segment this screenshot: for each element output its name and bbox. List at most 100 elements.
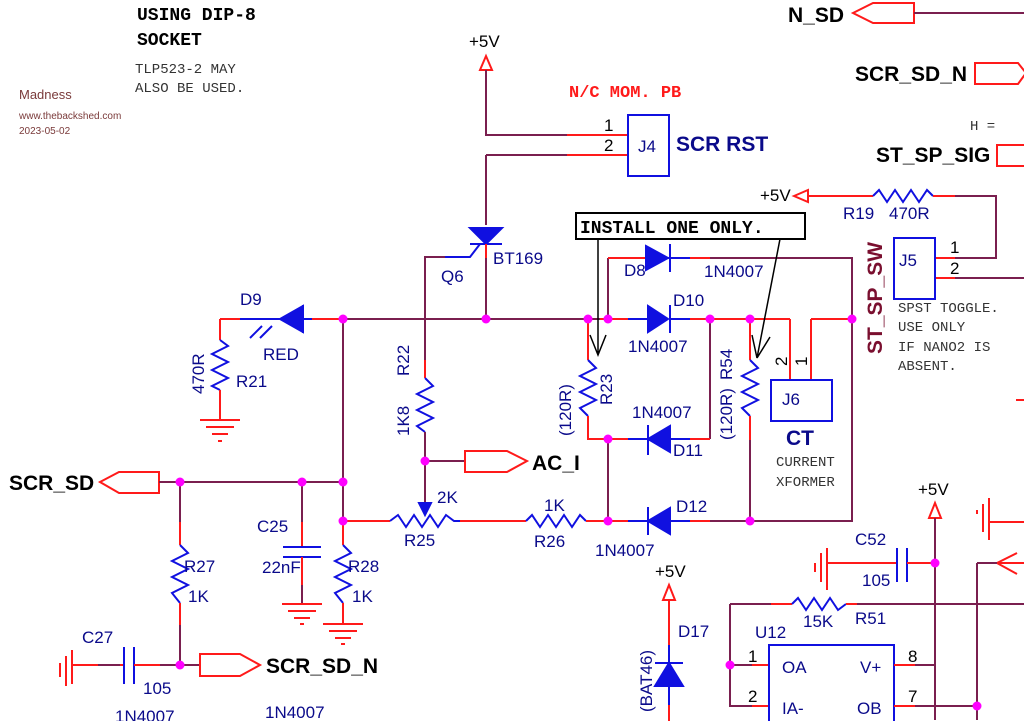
n-sd-port[interactable] xyxy=(850,2,915,24)
d10-value: 1N4007 xyxy=(628,337,688,356)
scr-sd-n-top-port[interactable] xyxy=(974,62,1024,85)
d12-ref: D12 xyxy=(676,497,707,516)
r19-ref: R19 xyxy=(843,204,874,223)
net-scr-sd-n: SCR_SD_N xyxy=(266,655,378,678)
scr-sd-port[interactable] xyxy=(97,471,160,494)
u12-ref: U12 xyxy=(755,623,786,642)
j5-pin2: 2 xyxy=(950,259,959,278)
junction-dot xyxy=(583,314,593,324)
junction-dot xyxy=(847,314,857,324)
junction-dot xyxy=(338,516,348,526)
junction-dot xyxy=(297,477,307,487)
u12-pin2: 2 xyxy=(748,687,757,706)
note-ct-line2: XFORMER xyxy=(776,475,835,491)
j6-name: CT xyxy=(786,427,814,450)
r27-value: 1K xyxy=(188,587,209,606)
u12-oa: OA xyxy=(782,658,807,677)
watermark-site: www.thebackshed.com xyxy=(18,111,121,122)
ground-icon xyxy=(323,623,363,645)
junction-dot xyxy=(972,701,982,711)
vcc-label-c52: +5V xyxy=(918,480,949,499)
u12-ic[interactable] xyxy=(768,644,895,721)
note-spst-line3: IF NANO2 IS xyxy=(898,340,990,356)
r28-ref: R28 xyxy=(348,557,379,576)
j6-connector[interactable] xyxy=(770,379,833,422)
r23-ref: R23 xyxy=(597,374,616,405)
r54-resistor-icon xyxy=(739,359,761,417)
u12-pin1: 1 xyxy=(748,647,757,666)
ac-i-port[interactable] xyxy=(464,450,530,473)
d11-value: 1N4007 xyxy=(632,403,692,422)
q6-ref: Q6 xyxy=(441,267,464,286)
vcc-arrow-icon xyxy=(927,500,943,519)
j4-pin1: 1 xyxy=(604,116,613,135)
junction-dot xyxy=(603,314,613,324)
scr-sd-n-port[interactable] xyxy=(199,653,263,677)
r25-ref: R25 xyxy=(404,531,435,550)
vcc-arrow-icon xyxy=(661,582,677,601)
r51-resistor-icon xyxy=(791,596,847,612)
r54-ref: R54 xyxy=(717,349,736,380)
u12-ob: OB xyxy=(857,699,882,718)
r22-value: 1K8 xyxy=(394,406,413,436)
junction-dots xyxy=(175,314,982,711)
r26-value: 1K xyxy=(544,496,565,515)
c52-capacitor-icon xyxy=(896,548,908,582)
junction-dot xyxy=(175,477,185,487)
u12-pin8: 8 xyxy=(908,647,917,666)
junction-dot xyxy=(338,314,348,324)
r21-ref: R21 xyxy=(236,372,267,391)
j5-connector[interactable] xyxy=(893,237,936,300)
net-scr-sd: SCR_SD xyxy=(9,472,94,495)
j4-ref: J4 xyxy=(638,137,656,156)
c25-ref: C25 xyxy=(257,517,288,536)
r26-ref: R26 xyxy=(534,532,565,551)
watermark-date: 2023-05-02 xyxy=(19,126,71,137)
net-st-sp-sig: ST_SP_SIG xyxy=(876,144,990,167)
net-ac-i: AC_I xyxy=(532,452,580,475)
j5-ref: J5 xyxy=(899,251,917,270)
d9-value: RED xyxy=(263,345,299,364)
j6-pin1: 1 xyxy=(792,357,811,366)
junction-dot xyxy=(705,314,715,324)
note-tlp-line1: TLP523-2 MAY xyxy=(135,62,236,78)
r19-value: 470R xyxy=(889,204,930,223)
ground-icon xyxy=(814,548,873,590)
q6-value: BT169 xyxy=(493,249,543,268)
r25-potentiometer-icon xyxy=(389,513,460,529)
ground-icon xyxy=(59,650,98,686)
note-tlp-line2: ALSO BE USED. xyxy=(135,81,244,97)
c52-value: 105 xyxy=(862,571,890,590)
r23-value: (120R) xyxy=(556,384,575,436)
j4-name: SCR RST xyxy=(676,133,768,156)
r51-value: 15K xyxy=(803,612,834,631)
note-dip-line1: USING DIP-8 xyxy=(137,6,256,26)
led-icon xyxy=(277,304,304,334)
c27-value: 105 xyxy=(143,679,171,698)
d8-diode-icon xyxy=(645,244,671,272)
net-n-sd: N_SD xyxy=(788,4,844,27)
st-sp-sig-port[interactable] xyxy=(996,144,1024,167)
junction-dot xyxy=(338,477,348,487)
r26-resistor-icon xyxy=(525,513,587,529)
j6-pin2: 2 xyxy=(772,357,791,366)
note-spst-line1: SPST TOGGLE. xyxy=(898,301,999,317)
note-spst-line2: USE ONLY xyxy=(898,320,966,336)
d9-ref: D9 xyxy=(240,290,262,309)
note-h-eq: H = xyxy=(970,119,995,135)
note-dip-line2: SOCKET xyxy=(137,31,202,51)
port-icon xyxy=(996,552,1024,575)
wiper-arrow-icon xyxy=(417,502,433,518)
r22-ref: R22 xyxy=(394,345,413,376)
u12-ia: IA- xyxy=(782,699,804,718)
j4-connector[interactable] xyxy=(627,114,670,177)
vcc-arrow-icon xyxy=(478,53,494,71)
d12-value: 1N4007 xyxy=(595,541,655,560)
r22-resistor-icon xyxy=(414,377,436,433)
junction-dot xyxy=(603,434,613,444)
ground-icon xyxy=(282,603,322,625)
d8-ref: D8 xyxy=(624,261,646,280)
junction-dot xyxy=(725,660,735,670)
stray-label-1n4007: 1N4007 xyxy=(115,707,175,721)
